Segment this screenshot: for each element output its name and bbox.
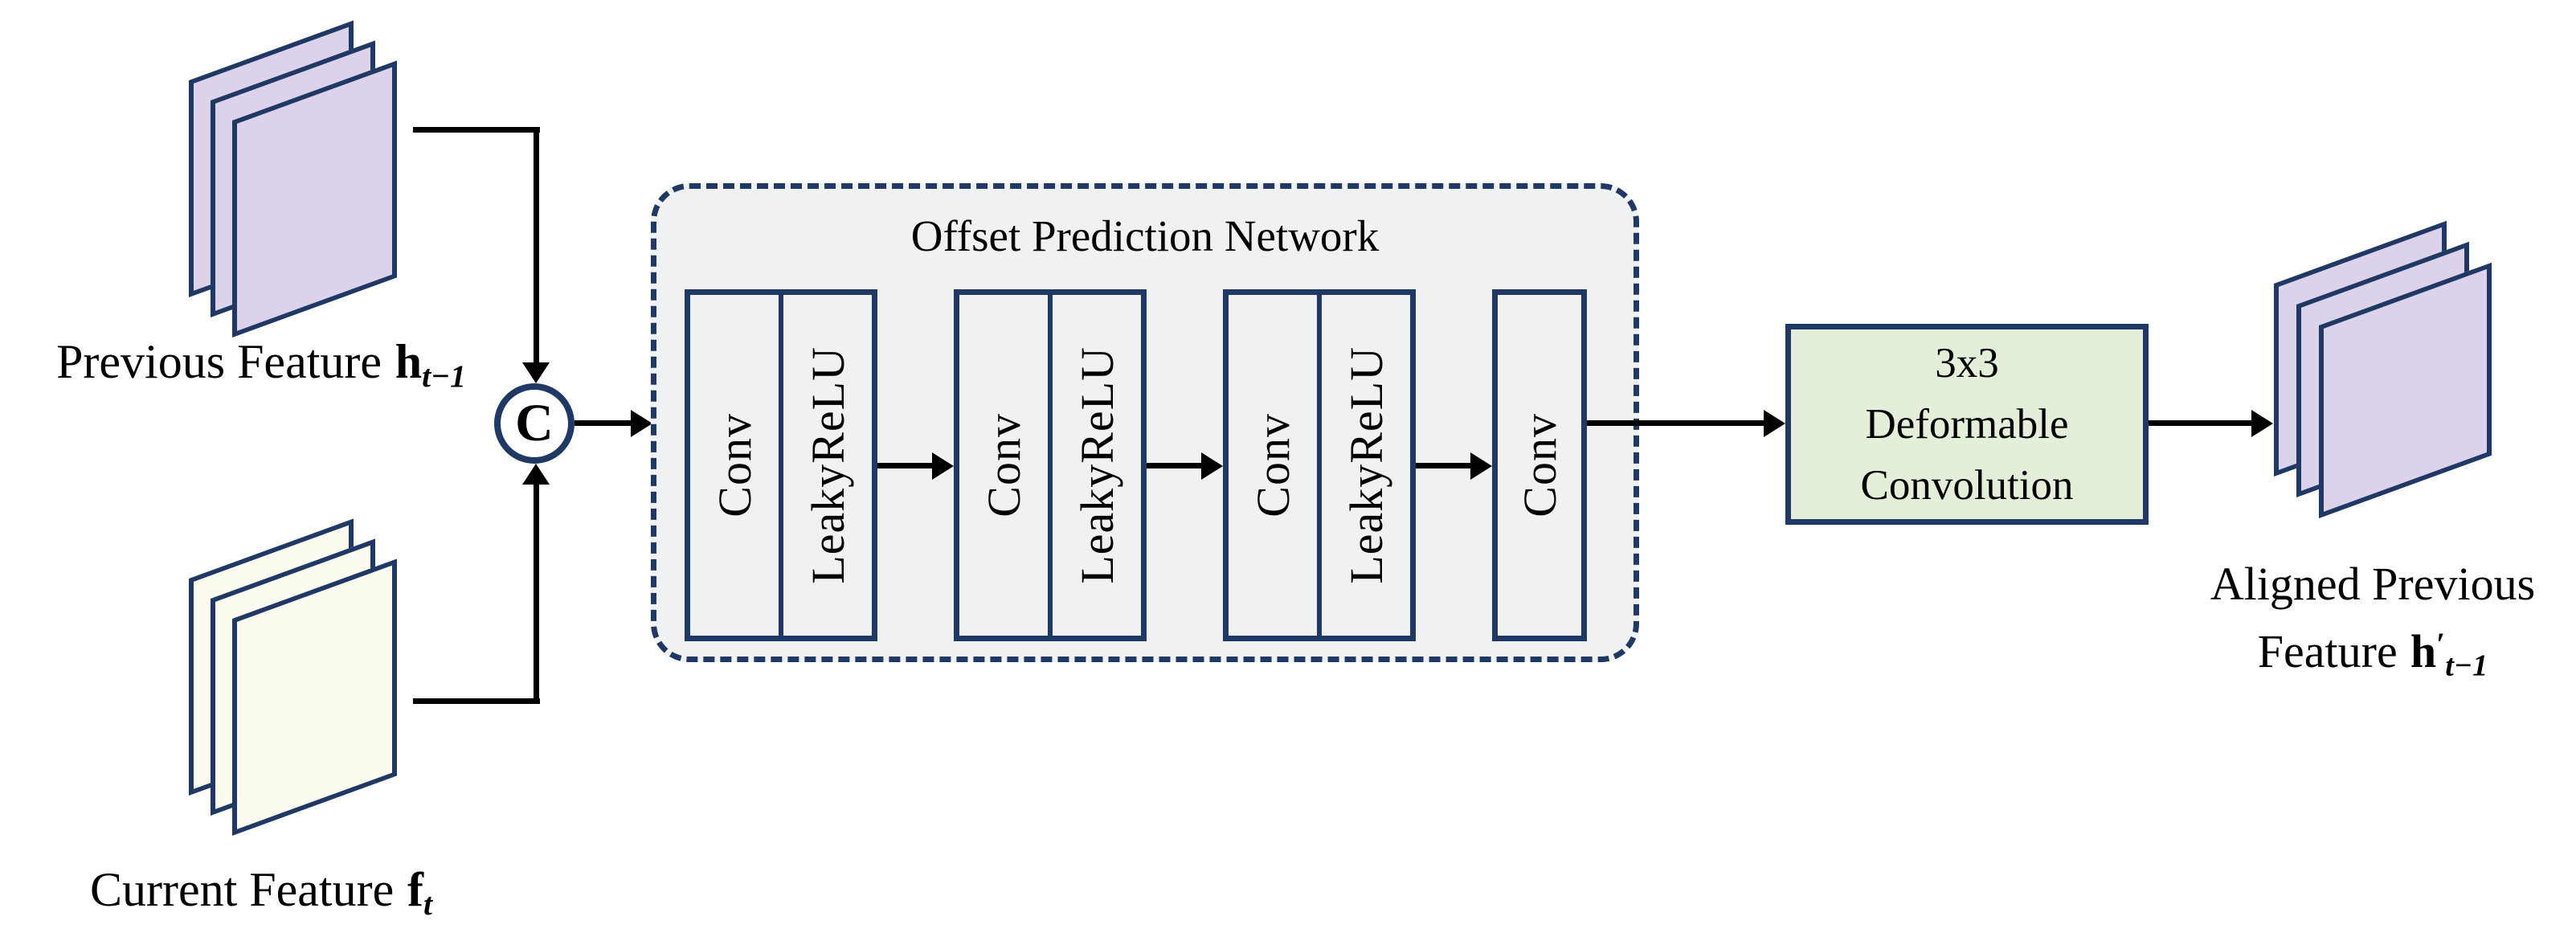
arrowhead-block4 — [1470, 452, 1492, 480]
leakyrelu-label: LeakyReLU — [801, 346, 854, 584]
label-current-subscript: t — [423, 886, 432, 923]
deformable-conv-line1: 3x3 — [1935, 340, 1999, 387]
conv-cell: Conv — [690, 295, 779, 636]
line-block1-block2 — [877, 463, 932, 468]
concat-symbol: C — [515, 394, 554, 452]
line-block3-block4 — [1416, 463, 1470, 468]
feature-stack-previous — [189, 20, 406, 358]
label-previous-text: Previous Feature — [56, 335, 382, 388]
arrowhead-into-deformconv — [1764, 410, 1785, 437]
conv-block-1: Conv LeakyReLU — [685, 289, 877, 641]
label-aligned-prime: ′ — [2436, 626, 2446, 661]
deformable-conv-line3: Convolution — [1860, 462, 2074, 509]
leakyrelu-cell: LeakyReLU — [1317, 295, 1410, 636]
label-aligned-text: Feature — [2257, 624, 2398, 677]
label-previous-subscript: t−1 — [422, 358, 466, 395]
leakyrelu-label: LeakyReLU — [1339, 346, 1392, 584]
feature-stack-current — [189, 518, 406, 856]
label-previous-symbol: h — [395, 335, 423, 388]
conv-block-2: Conv LeakyReLU — [954, 289, 1147, 641]
conv-block-3: Conv LeakyReLU — [1223, 289, 1416, 641]
conv-block-4: Conv — [1492, 289, 1587, 641]
label-aligned-symbol: h — [2410, 624, 2437, 677]
label-aligned-subscript: t−1 — [2445, 648, 2488, 683]
feature-stack-aligned — [2274, 220, 2499, 542]
arrowhead-into-output — [2251, 410, 2273, 437]
conv-cell: Conv — [1498, 295, 1581, 636]
leakyrelu-cell: LeakyReLU — [1048, 295, 1141, 636]
leakyrelu-cell: LeakyReLU — [779, 295, 872, 636]
offset-network-title: Offset Prediction Network — [910, 211, 1380, 260]
conv-label: Conv — [708, 413, 761, 518]
conv-cell: Conv — [1229, 295, 1317, 636]
leakyrelu-label: LeakyReLU — [1070, 346, 1123, 584]
label-aligned-line1: Aligned Previous — [2210, 558, 2536, 610]
arrowhead-block2 — [932, 452, 954, 480]
line-previous-horizontal — [413, 127, 540, 133]
line-current-horizontal — [413, 698, 540, 704]
label-current-symbol: f — [407, 863, 423, 916]
arrowhead-into-concat-bottom — [522, 464, 550, 485]
conv-label: Conv — [1513, 413, 1566, 518]
line-network-out — [1587, 420, 1764, 426]
arrowhead-block3 — [1201, 452, 1223, 480]
arrowhead-into-concat-top — [522, 362, 550, 383]
line-previous-vertical — [534, 127, 539, 362]
conv-cell: Conv — [959, 295, 1048, 636]
conv-label: Conv — [977, 413, 1030, 518]
line-concat-out — [574, 420, 631, 426]
label-current-text: Current Feature — [90, 863, 395, 916]
line-block2-block3 — [1147, 463, 1201, 468]
conv-label: Conv — [1246, 413, 1299, 518]
line-current-vertical — [534, 485, 539, 704]
arrowhead-into-network — [631, 410, 652, 437]
line-deformconv-out — [2149, 420, 2251, 426]
deformable-conv-line2: Deformable — [1865, 401, 2069, 448]
deformable-conv-box: 3x3 Deformable Convolution — [1785, 324, 2149, 525]
concat-node: C — [494, 383, 574, 464]
